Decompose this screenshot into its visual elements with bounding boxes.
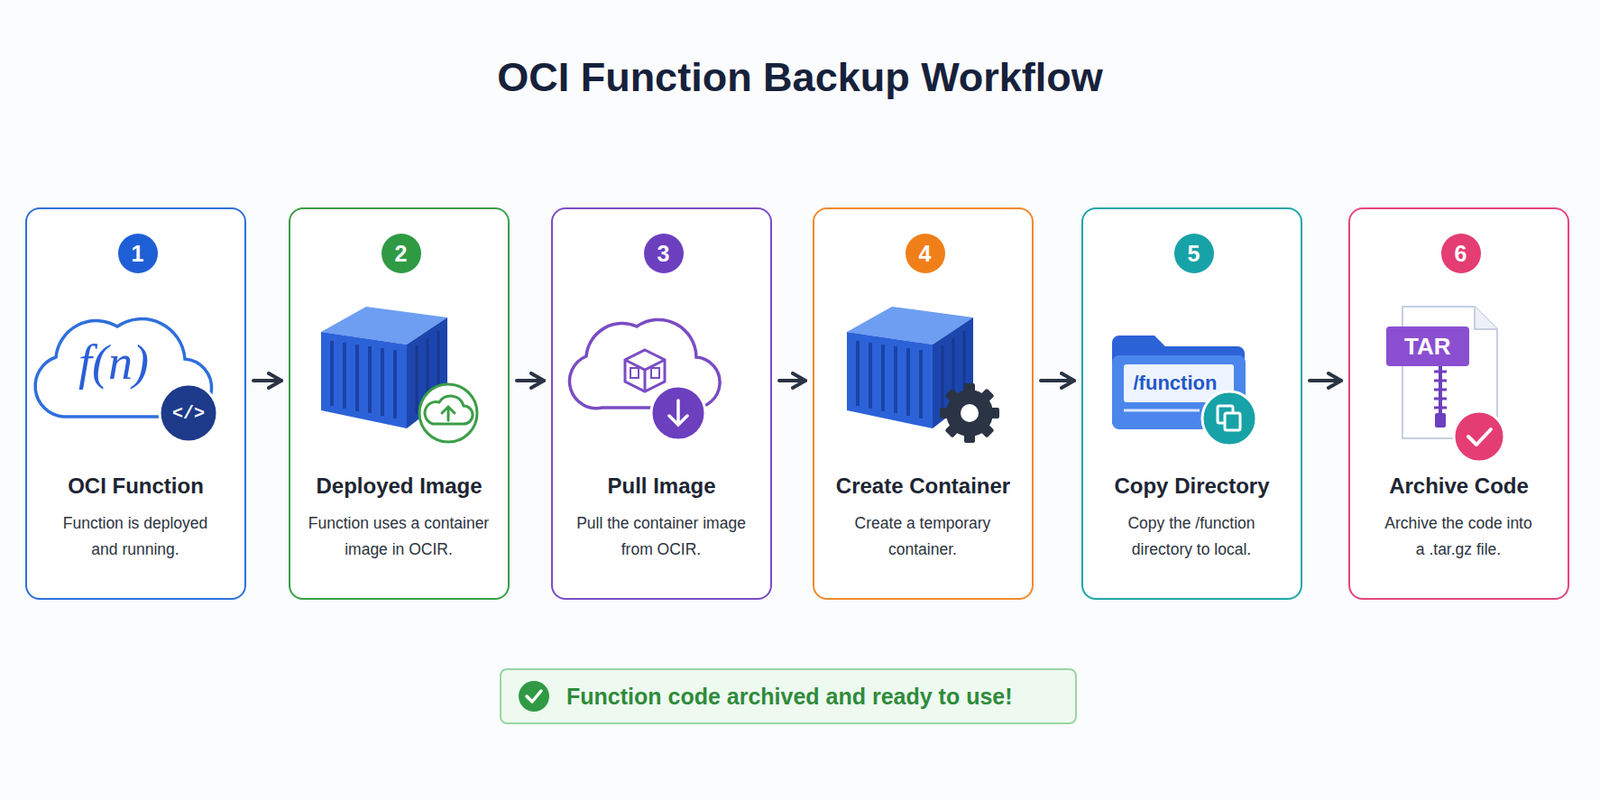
- step-description: Create a temporary container.: [841, 510, 1004, 563]
- step-heading: Copy Directory: [1083, 473, 1301, 499]
- process-box: OCI FunctionFunction is deployed and run…: [25, 207, 247, 600]
- process-box: Pull ImagePull the container image from …: [551, 207, 773, 600]
- step-description: Copy the /function directory to local.: [1109, 510, 1274, 563]
- icon-label: TAR: [1404, 332, 1452, 361]
- diagram-title: OCI Function Backup Workflow: [0, 54, 1600, 102]
- process-box: Deployed ImageFunction uses a container …: [288, 207, 510, 600]
- process-box: Copy DirectoryCopy the /function directo…: [1081, 207, 1303, 600]
- icon-label: /function: [1133, 371, 1218, 396]
- step-number-circle: 3: [643, 233, 684, 274]
- callout-number: 5: [1187, 240, 1201, 267]
- flow-arrow: [1040, 378, 1075, 383]
- step-description: Function is deployed and running.: [54, 510, 217, 563]
- step-heading: Archive Code: [1350, 473, 1568, 499]
- banner-text: Function code archived and ready to use!: [566, 683, 1013, 710]
- step-heading: Pull Image: [552, 473, 771, 499]
- callout-number: 1: [131, 240, 145, 267]
- step-number-circle: 2: [381, 233, 422, 274]
- flow-arrow: [253, 378, 282, 383]
- process-box: Archive CodeArchive the code into a .tar…: [1348, 207, 1570, 600]
- callout-number: 6: [1454, 240, 1468, 267]
- icon-label: f(n): [78, 334, 149, 391]
- step-description: Pull the container image from OCIR.: [570, 510, 752, 563]
- step-description: Archive the code into a .tar.gz file.: [1378, 510, 1539, 563]
- callout-number: 2: [395, 240, 408, 267]
- process-box: Create ContainerCreate a temporary conta…: [812, 207, 1034, 600]
- step-heading: OCI Function: [27, 473, 245, 499]
- step-heading: Deployed Image: [290, 473, 508, 499]
- callout-number: 4: [919, 240, 932, 267]
- step-description: Function uses a container image in OCIR.: [298, 510, 499, 563]
- step-number-circle: 4: [905, 233, 946, 274]
- flow-arrow: [779, 378, 806, 383]
- step-number-circle: 6: [1441, 233, 1481, 274]
- step-number-circle: 1: [118, 233, 158, 274]
- flow-arrow: [1309, 378, 1342, 383]
- callout-number: 3: [657, 240, 671, 267]
- status-banner: Function code archived and ready to use!: [499, 668, 1077, 725]
- step-number-circle: 5: [1174, 233, 1214, 274]
- flow-arrow: [516, 378, 544, 383]
- step-heading: Create Container: [814, 473, 1032, 499]
- icon-label: </>: [172, 403, 205, 424]
